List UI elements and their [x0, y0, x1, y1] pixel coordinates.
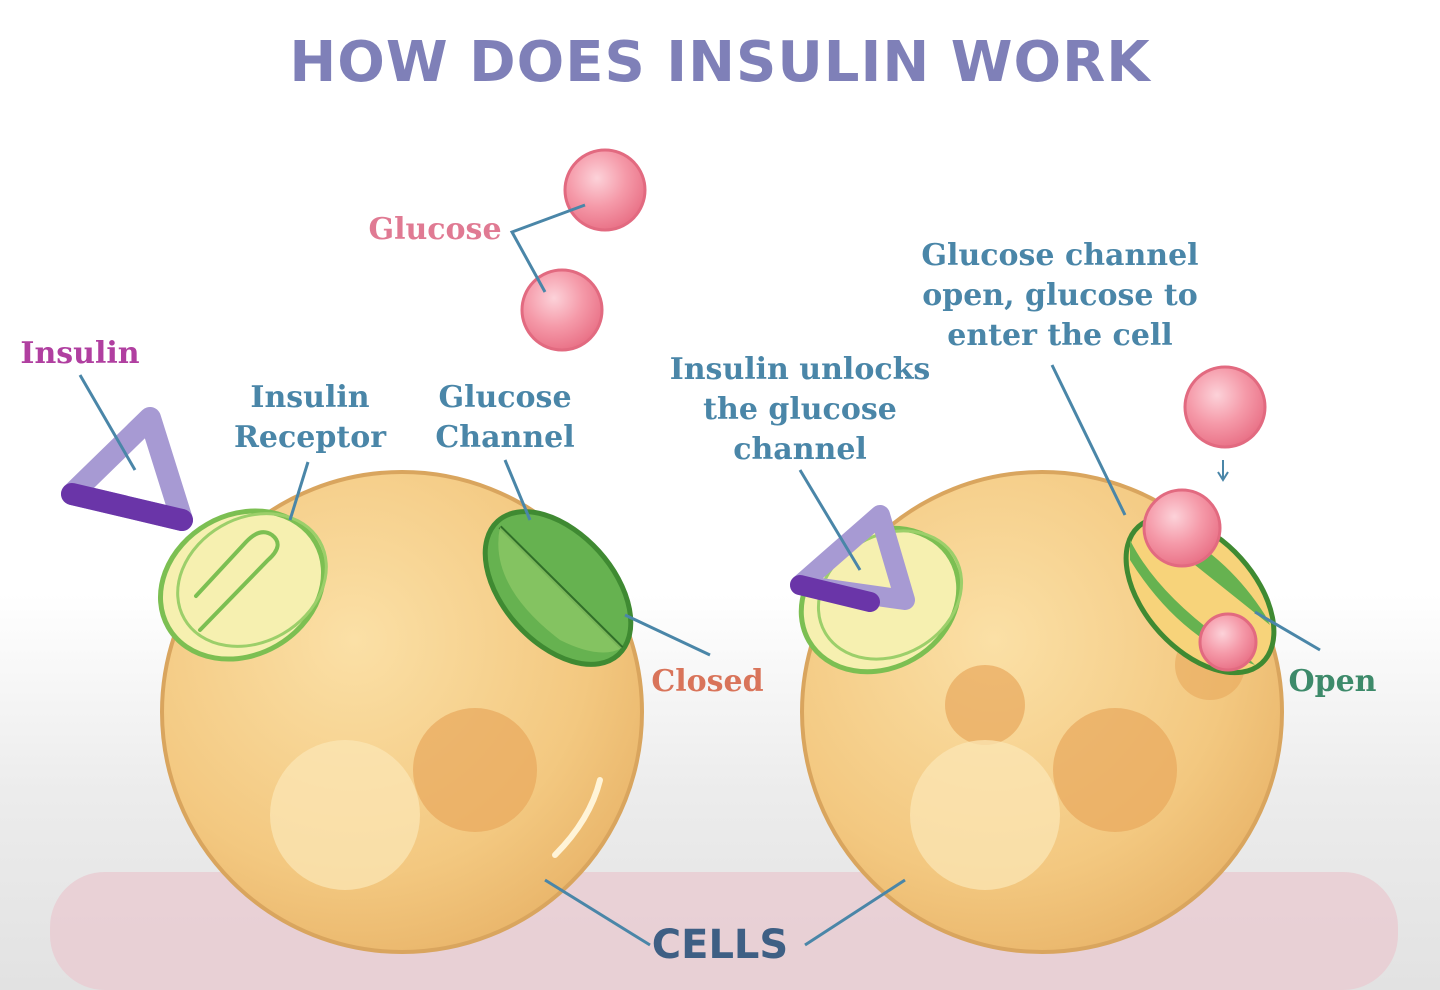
glucose-incoming — [1183, 365, 1267, 482]
insulin-receptor-right — [790, 505, 964, 675]
closed-label: Closed — [651, 664, 764, 699]
receptor-leader — [288, 461, 310, 521]
cells-leader-right — [804, 878, 906, 947]
glucose-channel-closed — [482, 509, 634, 667]
leader-lines — [78, 364, 1321, 947]
glucose-channel-label: Glucose Channel — [435, 380, 575, 455]
glucose-molecules — [509, 148, 647, 352]
cells-label: CELLS — [651, 922, 789, 968]
unlocks-leader — [798, 469, 862, 571]
channel-open-label: Glucose channel open, glucose to enter t… — [921, 238, 1199, 353]
open-label: Open — [1288, 664, 1377, 699]
glucose-channel-open — [1123, 488, 1277, 676]
cells-leader-left — [544, 878, 651, 947]
insulin-label: Insulin — [20, 336, 140, 371]
insulin-molecule — [61, 407, 193, 531]
glucose-label: Glucose — [368, 212, 502, 247]
open-leader — [1254, 610, 1321, 652]
insulin-receptor-left — [157, 508, 328, 662]
closed-leader — [624, 613, 711, 657]
insulin-receptor-label: Insulin Receptor — [233, 380, 387, 455]
insulin-unlocks-label: Insulin unlocks the glucose channel — [669, 352, 931, 467]
page-title: HOW DOES INSULIN WORK — [289, 30, 1151, 95]
channel-leader — [503, 459, 532, 521]
insulin-leader — [78, 374, 137, 471]
open-text-leader — [1050, 364, 1127, 516]
